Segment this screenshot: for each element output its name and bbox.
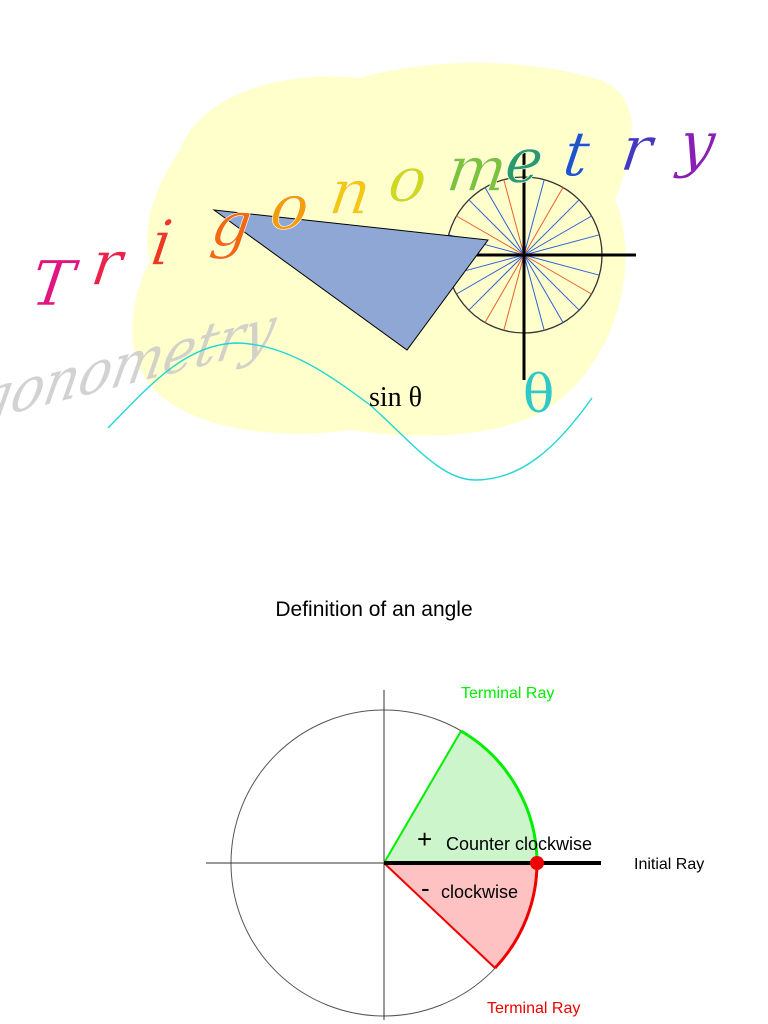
circle-spoke [484, 187, 525, 256]
circle-spoke [523, 179, 545, 256]
circle-spoke [523, 254, 592, 295]
counter-clockwise-arc [460, 729, 539, 864]
circle-spoke [503, 179, 525, 256]
initial-point-dot [530, 856, 544, 870]
circle-spoke [523, 254, 545, 331]
page-heading: Definition of an angle [275, 598, 473, 621]
blue-triangle [212, 209, 489, 351]
circle-spoke [468, 199, 525, 256]
clockwise-label: clockwise [441, 882, 518, 902]
circle-spoke [484, 254, 525, 323]
clockwise-sector [384, 863, 537, 968]
circle-spoke [523, 199, 580, 256]
circle-spoke [503, 254, 525, 331]
counter-clockwise-label: Counter clockwise [446, 834, 592, 854]
circle-spoke [523, 254, 580, 311]
sine-wave [107, 342, 593, 481]
title-letter: m [443, 133, 512, 206]
circle-spoke [523, 234, 600, 256]
circle-spoke [523, 215, 592, 256]
terminal-ray-bottom-label: Terminal Ray [487, 1000, 580, 1017]
minus-sign: - [421, 873, 430, 903]
theta-symbol: θ [523, 365, 554, 425]
initial-ray-label: Initial Ray [634, 856, 704, 873]
circle-spoke [523, 254, 564, 323]
sine-theta-label: sin θ [369, 382, 422, 413]
terminal-ray-positive [383, 730, 462, 864]
circle-spoke [468, 254, 525, 311]
terminal-ray-top-label: Terminal Ray [461, 685, 554, 702]
circle-spoke [523, 187, 564, 256]
plus-sign: + [417, 824, 432, 854]
circle-spoke [456, 254, 525, 295]
terminal-ray-negative [383, 862, 496, 969]
circle-spoke [523, 254, 600, 276]
circle-spoke [456, 215, 525, 256]
clockwise-arc [493, 862, 539, 970]
